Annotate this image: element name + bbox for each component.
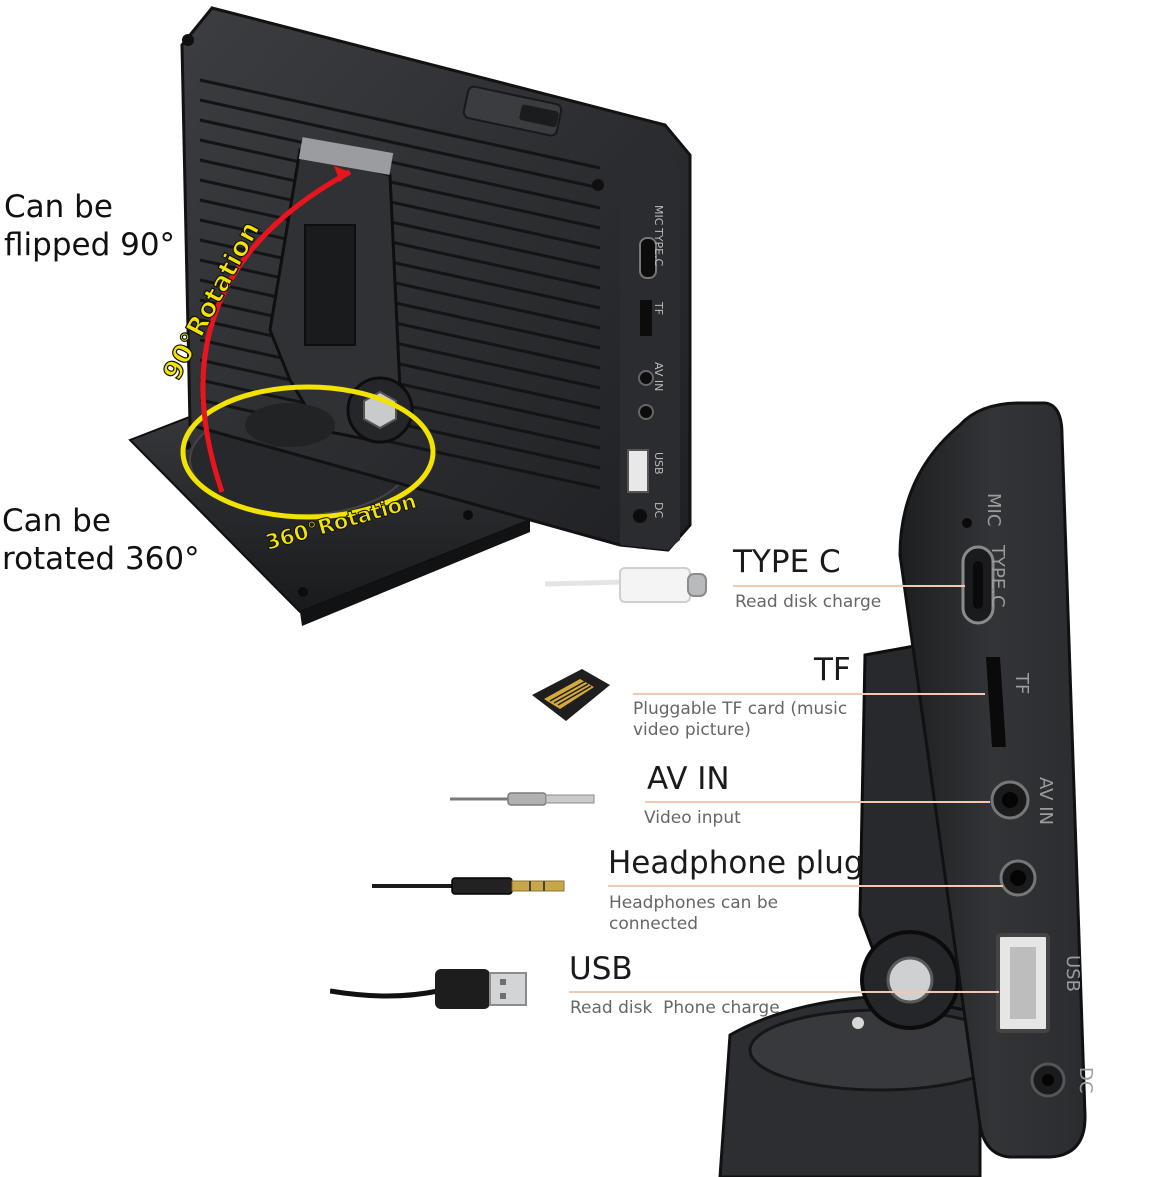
- tf-desc-line1: Pluggable TF card (music: [633, 699, 848, 719]
- av-in-desc: Video input: [644, 808, 741, 828]
- usb-label: USB: [652, 452, 665, 475]
- side-dc-label: DC: [1075, 1067, 1096, 1093]
- device-back-view: MIC TYPE.C TF AV IN USB DC 90°Rotation 3…: [128, 6, 692, 626]
- flip-note-line1: Can be: [4, 189, 113, 225]
- side-mic-label: MIC: [983, 493, 1004, 526]
- headphone-title: Headphone plug: [608, 845, 864, 881]
- device-side-view: MIC TYPE.C TF AV IN USB DC: [718, 401, 1096, 1177]
- usb-title: USB: [569, 951, 633, 987]
- av-in-title: AV IN: [647, 761, 730, 797]
- tf-label: TF: [652, 301, 665, 315]
- rotation-90-arc: [200, 169, 352, 493]
- rotation-360-arc: [180, 384, 436, 520]
- headphone-jack-icon: [372, 877, 565, 895]
- type-c-guide-line: [733, 585, 965, 587]
- rotate-note-line1: Can be: [2, 503, 111, 539]
- micro-sd-card-icon: [532, 669, 610, 721]
- side-av-in-label: AV IN: [1035, 777, 1056, 825]
- type-c-desc: Read disk charge: [735, 592, 882, 612]
- tf-desc: Pluggable TF card (music video picture): [633, 699, 847, 741]
- tf-desc-line2: video picture): [633, 720, 751, 740]
- mic-label: MIC: [652, 205, 665, 226]
- av-in-guide-line: [645, 801, 990, 803]
- tf-title: TF: [814, 652, 851, 688]
- av-cable-icon: [450, 792, 595, 806]
- headphone-desc: Headphones can be connected: [609, 893, 778, 935]
- side-tf-label: TF: [1011, 672, 1032, 694]
- headphone-guide-line: [608, 885, 1003, 887]
- type-c-cable-icon: [545, 567, 707, 603]
- side-type-c-label: TYPE.C: [987, 544, 1008, 608]
- av-in-label: AV IN: [652, 362, 665, 391]
- headphone-desc-line1: Headphones can be: [609, 893, 779, 913]
- rotate-note-line2: rotated 360°: [2, 541, 200, 577]
- side-usb-label: USB: [1062, 955, 1083, 992]
- tf-guide-line: [633, 693, 985, 695]
- usb-desc: Read disk Phone charge: [570, 998, 780, 1018]
- dc-label: DC: [652, 502, 665, 518]
- tf-port: [986, 657, 1006, 747]
- flip-note: Can be flipped 90°: [4, 188, 175, 264]
- rotate-note: Can be rotated 360°: [2, 502, 200, 578]
- usb-guide-line: [569, 991, 999, 993]
- usb-cable-icon: [330, 969, 527, 1009]
- type-c-title: TYPE C: [733, 544, 841, 580]
- type-c-label: TYPE.C: [652, 227, 665, 267]
- headphone-desc-line2: connected: [609, 914, 699, 934]
- flip-note-line2: flipped 90°: [4, 227, 176, 263]
